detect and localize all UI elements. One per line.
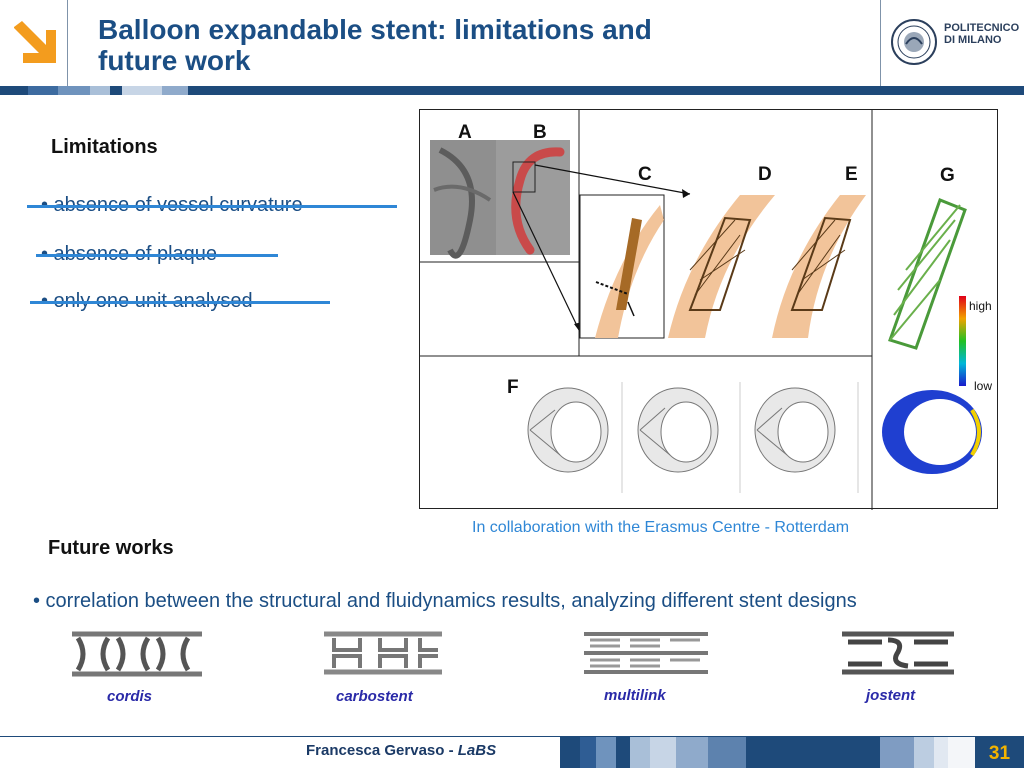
lumen-stress-image: [882, 390, 982, 474]
figure-label-d: D: [758, 164, 772, 185]
angiogram-image: [430, 140, 496, 259]
figure-label-a: A: [458, 122, 472, 143]
figure-label-c: C: [638, 164, 652, 185]
university-seal-icon: [891, 19, 937, 65]
figure-label-e: E: [845, 164, 858, 185]
footer-lab-name: LaBS: [457, 742, 497, 759]
stent-name-cordis: cordis: [107, 688, 153, 705]
footer-author-name: Francesca Gervaso -: [306, 742, 458, 759]
slide-title-line2: future work: [98, 45, 251, 76]
footer-author: Francesca Gervaso - LaBS: [306, 742, 496, 759]
header-rule: [0, 86, 1024, 95]
limitations-heading: Limitations: [51, 136, 158, 158]
page-number: 31: [975, 737, 1024, 768]
arrow-logo-icon: [12, 21, 58, 66]
stent-image-cordis: [68, 628, 206, 680]
mesh-cross-sections: [527, 382, 859, 493]
figure-label-g: G: [940, 165, 955, 186]
institution-name-line2: DI MILANO: [944, 34, 1002, 46]
vessel-panel-d: [668, 195, 775, 338]
color-scale-bar: [959, 296, 966, 386]
scale-high-label: high: [969, 299, 992, 313]
stent-name-carbostent: carbostent: [336, 688, 413, 705]
stent-name-jostent: jostent: [866, 687, 916, 704]
institution-name: POLITECNICO DI MILANO: [944, 22, 1024, 46]
stent-stress-image: [888, 198, 967, 350]
institution-panel: [880, 0, 1024, 86]
vessel-model-image: [496, 140, 570, 255]
institution-name-line1: POLITECNICO: [944, 22, 1020, 34]
stent-name-multilink: multilink: [604, 687, 666, 704]
vessel-panel-c: [595, 205, 664, 338]
figure-label-b: B: [533, 122, 547, 143]
future-works-heading: Future works: [48, 537, 174, 559]
stent-image-carbostent: [324, 631, 442, 675]
figure-caption: In collaboration with the Erasmus Centre…: [472, 519, 850, 536]
figure-graphics: [420, 110, 982, 510]
stent-image-jostent: [842, 631, 954, 675]
future-works-item: • correlation between the structural and…: [33, 590, 857, 612]
slide-title-line1: Balloon expandable stent: limitations an…: [98, 14, 652, 45]
slide-title: Balloon expandable stent: limitations an…: [98, 14, 798, 76]
scale-low-label: low: [974, 379, 993, 393]
footer-color-strip: [560, 737, 975, 768]
strikethrough-line: [30, 301, 330, 304]
strikethrough-line: [27, 205, 397, 208]
strikethrough-line: [36, 254, 278, 257]
stent-figure-panel: A B C D E G F high low: [419, 109, 998, 510]
logo-panel: [0, 0, 68, 86]
figure-label-f: F: [507, 377, 519, 398]
vessel-panel-e: [772, 195, 866, 338]
stent-image-multilink: [584, 632, 708, 674]
footer-rule: [0, 736, 1024, 737]
header-color-strip: [0, 86, 224, 95]
